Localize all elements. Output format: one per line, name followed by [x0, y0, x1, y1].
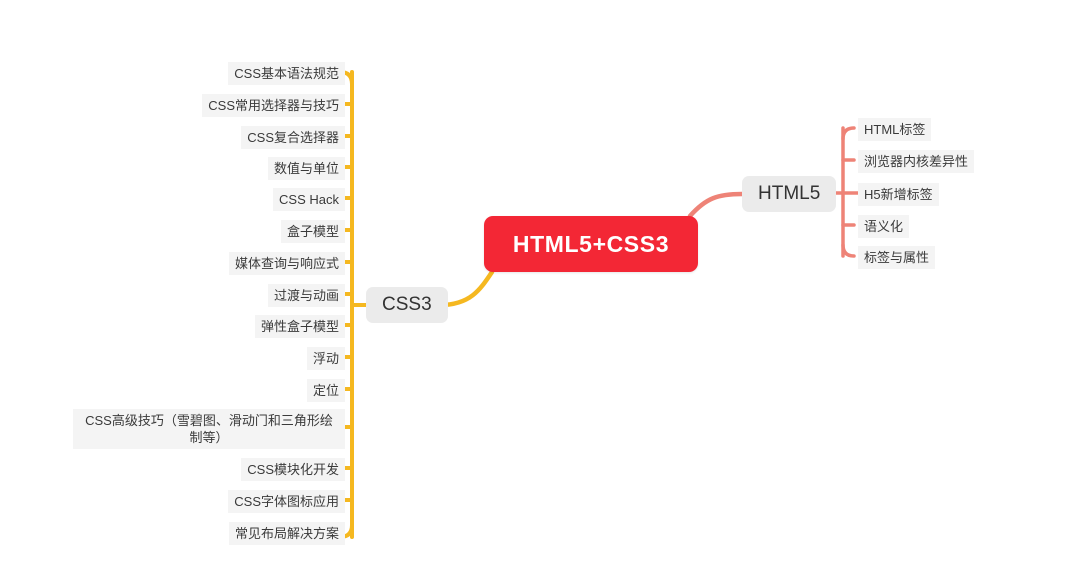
html5-spine-cap-top [841, 126, 856, 141]
leaf-item[interactable]: 标签与属性 [858, 246, 936, 269]
leaf-item[interactable]: CSS常用选择器与技巧 [202, 94, 345, 117]
branch-node-html5-label: HTML5 [758, 183, 821, 204]
leaf-item[interactable]: 定位 [306, 379, 345, 402]
leaf-item[interactable]: 语义化 [858, 215, 910, 238]
leaf-item[interactable]: 弹性盒子模型 [254, 315, 345, 338]
leaf-item[interactable]: 媒体查询与响应式 [228, 252, 345, 275]
leaf-item[interactable]: 浏览器内核差异性 [858, 150, 975, 173]
root-node[interactable]: HTML5+CSS3 [484, 216, 698, 272]
connector-root-to-css3 [437, 269, 495, 308]
html5-spine-cap-bottom [841, 243, 856, 258]
leaf-item[interactable]: 浮动 [306, 347, 345, 370]
leaf-item[interactable]: H5新增标签 [858, 183, 939, 206]
leaf-item[interactable]: CSS字体图标应用 [228, 490, 345, 513]
leaf-item[interactable]: CSS高级技巧（雪碧图、滑动门和三角形绘制等） [73, 409, 345, 449]
leaf-item[interactable]: CSS Hack [273, 188, 345, 211]
root-node-label: HTML5+CSS3 [512, 230, 670, 257]
leaf-item[interactable]: 常见布局解决方案 [228, 522, 345, 545]
branch-node-css3[interactable]: CSS3 [366, 287, 448, 323]
leaf-item[interactable]: HTML标签 [858, 118, 932, 141]
connector-root-to-html5 [687, 191, 745, 219]
leaf-item[interactable]: 盒子模型 [280, 220, 345, 243]
leaf-item[interactable]: 过渡与动画 [267, 284, 345, 307]
branch-node-css3-label: CSS3 [382, 294, 432, 315]
leaf-item[interactable]: CSS复合选择器 [241, 126, 345, 149]
leaf-item[interactable]: CSS基本语法规范 [228, 62, 345, 85]
branch-node-html5[interactable]: HTML5 [742, 176, 837, 212]
leaf-item[interactable]: CSS模块化开发 [241, 458, 345, 481]
leaf-item[interactable]: 数值与单位 [267, 157, 345, 180]
